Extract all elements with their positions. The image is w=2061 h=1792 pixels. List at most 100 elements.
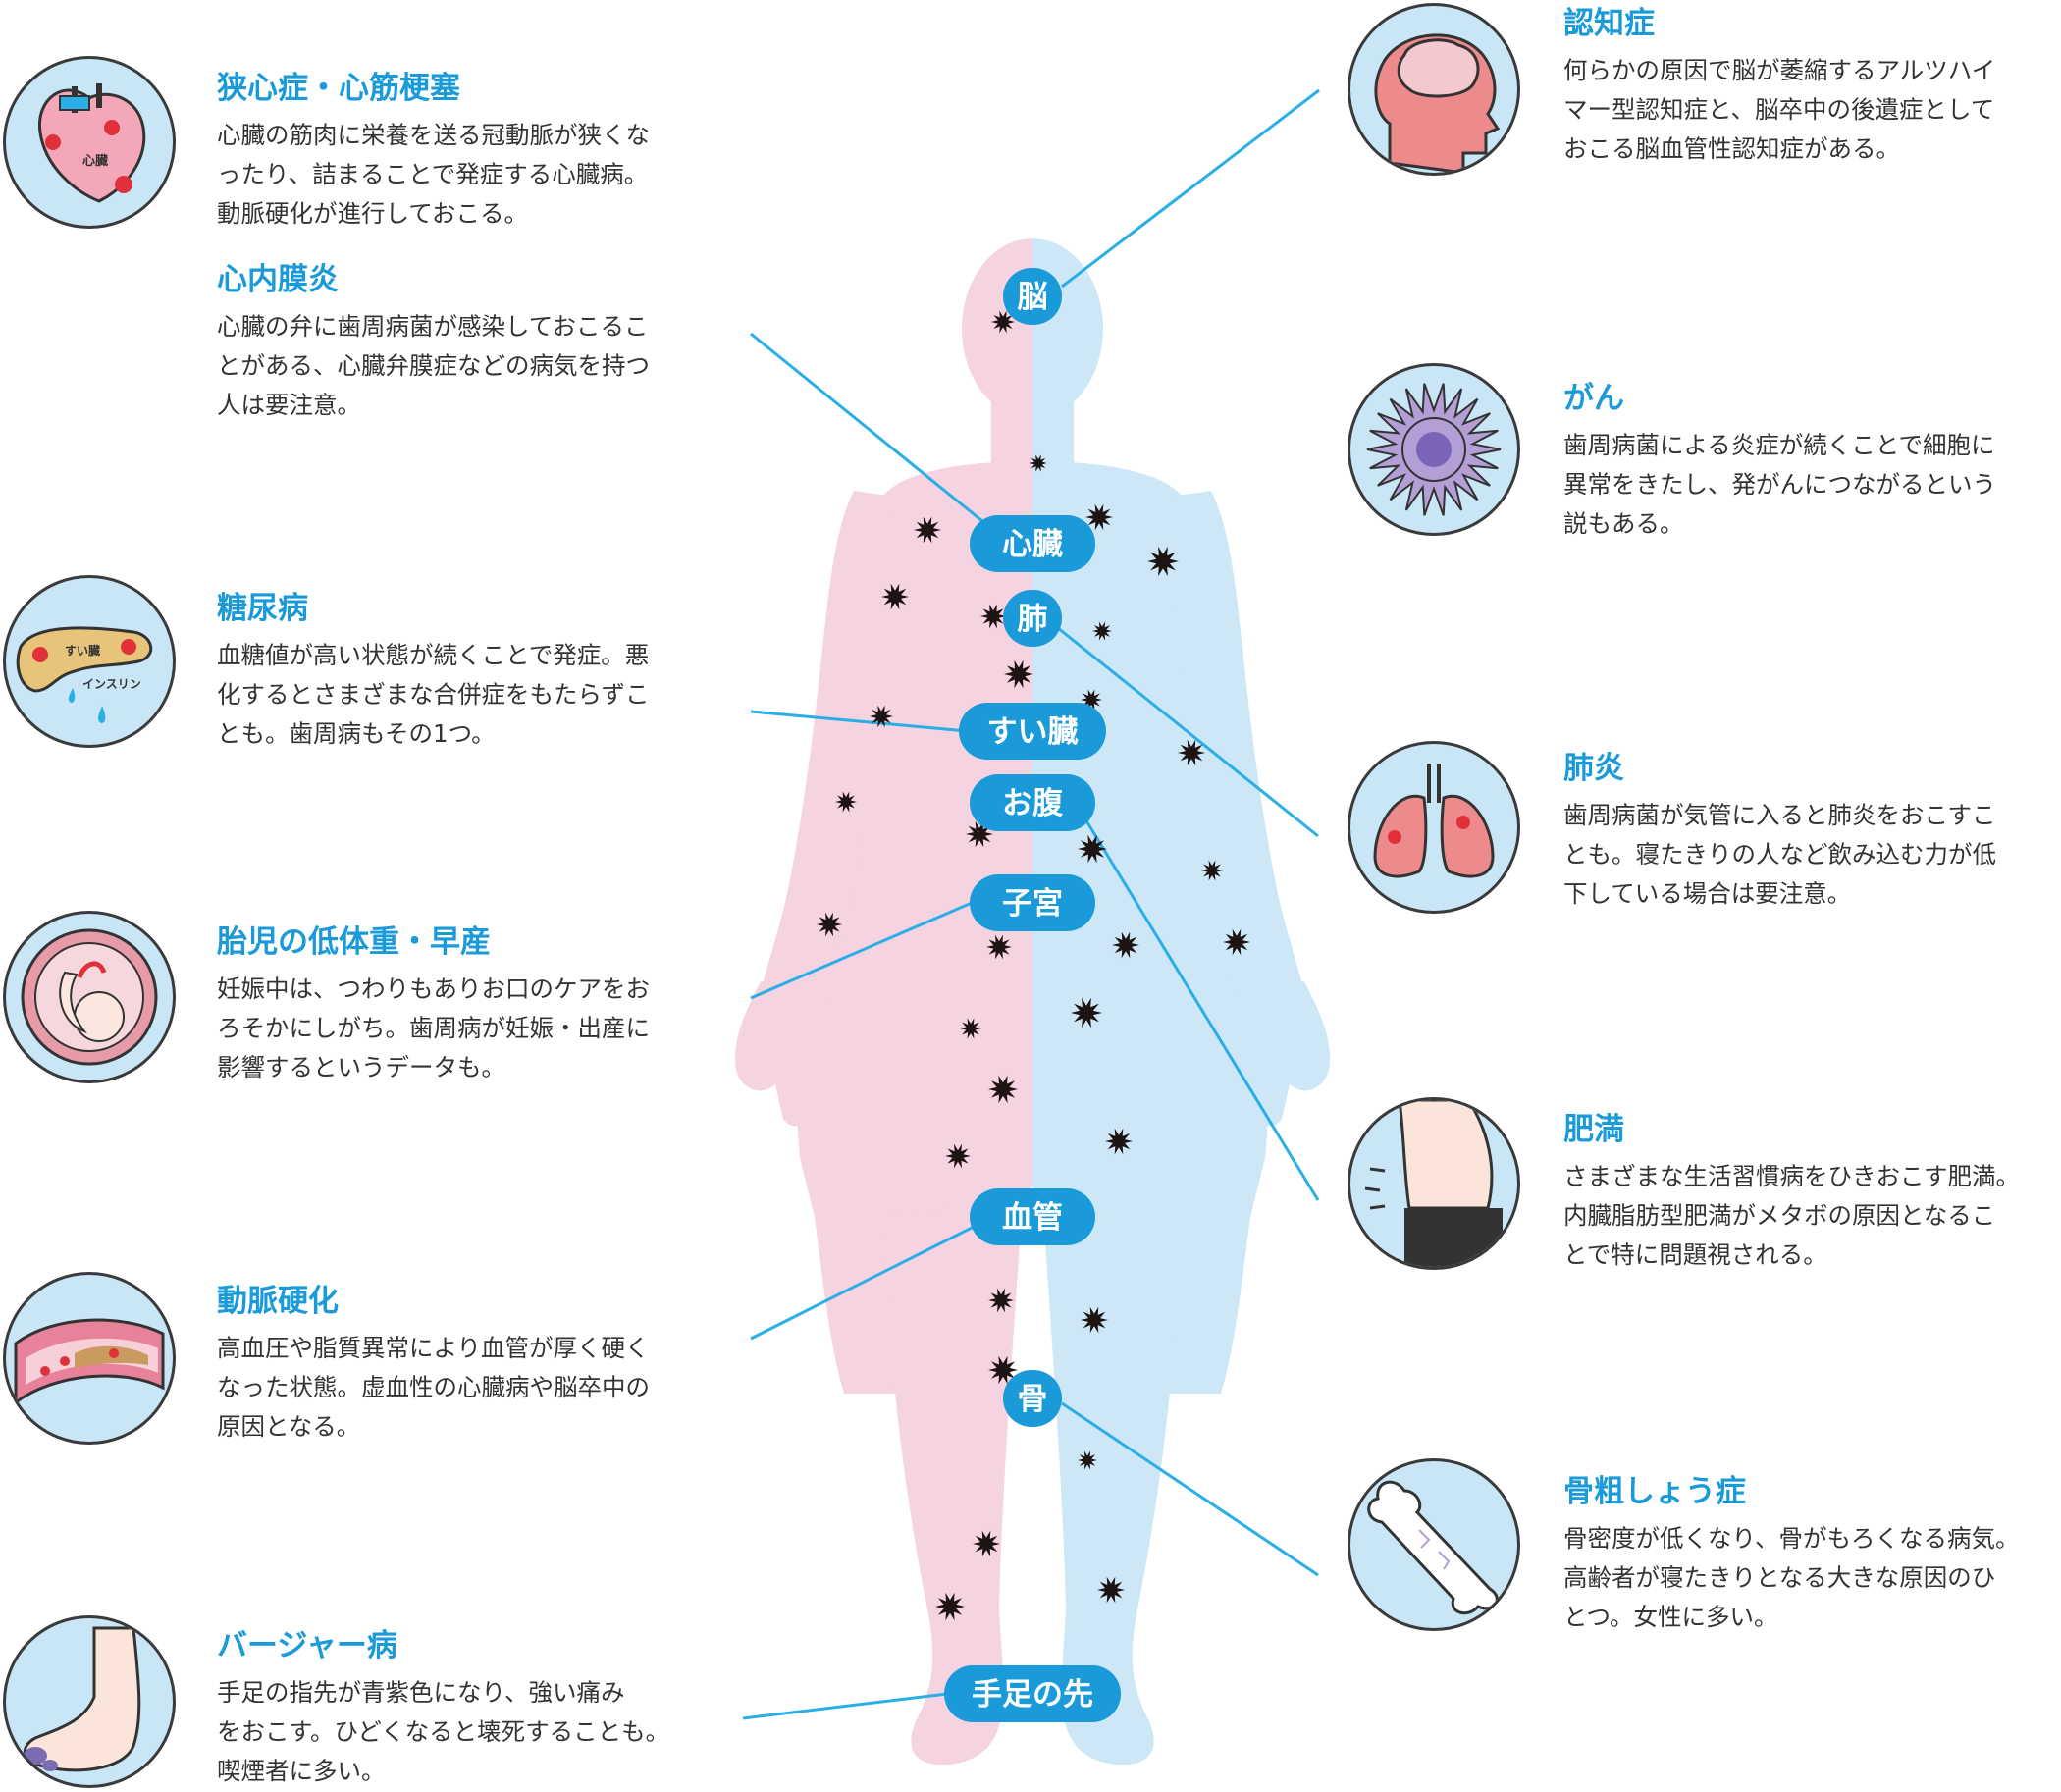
- germ-icon: [1201, 860, 1223, 881]
- disease-description: 歯周病菌が気管に入ると肺炎をおこすこ とも。寝たきりの人など飲み込む力が低 下し…: [1563, 801, 1996, 908]
- lungs-icon: [1348, 741, 1520, 914]
- organ-label: 子宮: [1002, 886, 1063, 922]
- organ-label-pill: 子宮: [970, 874, 1095, 931]
- disease-title: バージャー病: [217, 1628, 397, 1663]
- germ-icon: [881, 583, 909, 610]
- disease-title: 認知症: [1563, 6, 1655, 41]
- organ-label-pill: 血管: [970, 1188, 1095, 1245]
- pancreas-icon: すい臓 インスリン: [3, 575, 176, 748]
- connector-line: [1061, 1401, 1319, 1577]
- germ-icon: [870, 705, 893, 728]
- germ-icon: [973, 1530, 1000, 1557]
- disease-card-dementia: 認知症 何らかの原因で脳が萎縮するアルツハイ マー型認知症と、脳卒中の後遺症とし…: [1563, 4, 2061, 169]
- germ-icon: [1081, 689, 1102, 711]
- germ-icon: [1081, 1306, 1108, 1334]
- connector-line: [750, 1215, 994, 1341]
- disease-title: 肥満: [1563, 1112, 1624, 1147]
- germ-icon: [1092, 621, 1112, 641]
- disease-title: 肺炎: [1563, 751, 1624, 786]
- connector-line: [1078, 809, 1320, 1201]
- organ-label: すい臓: [987, 714, 1079, 750]
- disease-title: 糖尿病: [217, 591, 308, 626]
- fetus-icon: [3, 911, 176, 1083]
- pancreas-icon-label: すい臓: [65, 643, 100, 658]
- heart-icon: 心臓: [3, 56, 176, 229]
- disease-description: 心臓の筋肉に栄養を送る冠動脈が狭くな ったり、詰まることで発症する心臓病。 動脈…: [217, 121, 650, 228]
- disease-description: 歯周病菌による炎症が続くことで細胞に 異常をきたし、発がんにつながるという 説も…: [1563, 431, 1996, 538]
- brain-icon: [1348, 3, 1520, 176]
- disease-card-diabetes: 糖尿病 血糖値が高い状態が続くことで発症。悪 化するとさまざまな合併症をもたらず…: [217, 589, 747, 754]
- connector-line: [750, 901, 973, 1000]
- germ-icon: [1223, 928, 1250, 956]
- disease-title: 狭心症・心筋梗塞: [217, 71, 460, 106]
- germ-icon: [945, 1143, 971, 1169]
- connector-line: [742, 1692, 948, 1720]
- artery-icon: [3, 1272, 176, 1445]
- organ-label: 肺: [1018, 602, 1048, 637]
- belly-icon: [1348, 1097, 1520, 1270]
- germ-icon: [1030, 454, 1047, 472]
- disease-card-low-birth-weight: 胎児の低体重・早産 妊娠中は、つわりもありお口のケアをお ろそかにしがち。歯周病…: [217, 922, 747, 1087]
- germ-icon: [1078, 1450, 1097, 1470]
- disease-card-angina: 狭心症・心筋梗塞 心臓の筋肉に栄養を送る冠動脈が狭くな ったり、詰まることで発症…: [217, 69, 747, 234]
- germ-icon: [966, 820, 993, 848]
- germ-icon: [817, 912, 842, 937]
- germ-icon: [960, 1018, 981, 1039]
- germ-icon: [935, 1592, 965, 1621]
- foot-icon: [3, 1615, 176, 1788]
- heart-icon-label: 心臓: [82, 153, 108, 169]
- germ-icon: [835, 791, 857, 813]
- disease-description: 骨密度が低くなり、骨がもろくなる病気。 高齢者が寝たきりとなる大きな原因のひ と…: [1563, 1524, 2020, 1631]
- organ-label-pill: 骨: [1003, 1370, 1062, 1427]
- connector-line: [1061, 88, 1320, 289]
- germ-icon: [1004, 659, 1033, 689]
- organ-label-pill: お腹: [970, 774, 1095, 831]
- disease-card-arteriosclerosis: 動脈硬化 高血圧や脂質異常により血管が厚く硬く なった状態。虚血性の心臓病や脳卒…: [217, 1282, 747, 1447]
- organ-label: お腹: [1002, 786, 1064, 821]
- disease-description: さまざまな生活習慣病をひきおこす肥満。 内臓脂肪型肥満がメタボの原因となるこ と…: [1563, 1162, 2021, 1269]
- disease-card-obesity: 肥満 さまざまな生活習慣病をひきおこす肥満。 内臓脂肪型肥満がメタボの原因となる…: [1563, 1110, 2061, 1275]
- disease-card-endocarditis: 心内膜炎 心臓の弁に歯周病菌が感染しておこるこ とがある、心臓弁膜症などの病気を…: [217, 260, 747, 425]
- germ-icon: [1147, 546, 1179, 577]
- germ-icon: [988, 1075, 1018, 1104]
- disease-title: 骨粗しょう症: [1563, 1474, 1746, 1509]
- germ-icon: [1097, 1576, 1125, 1604]
- bone-icon: [1348, 1458, 1520, 1631]
- organ-label: 脳: [1018, 280, 1048, 315]
- organ-label-pill: 肺: [1003, 590, 1062, 647]
- disease-description: 血糖値が高い状態が続くことで発症。悪 化するとさまざまな合併症をもたらずこ とも…: [217, 641, 650, 748]
- insulin-label: インスリン: [82, 677, 141, 691]
- organ-label-pill: すい臓: [959, 703, 1106, 760]
- germ-icon: [1112, 931, 1139, 959]
- disease-description: 心臓の弁に歯周病菌が感染しておこるこ とがある、心臓弁膜症などの病気を持つ 人は…: [217, 312, 650, 419]
- disease-description: 妊娠中は、つわりもありお口のケアをお ろそかにしがち。歯周病が妊娠・出産に 影響…: [217, 975, 650, 1081]
- germ-icon: [914, 516, 941, 544]
- disease-description: 手足の指先が青紫色になり、強い痛み をおこす。ひどくなると壊死することも。 喫煙…: [217, 1678, 670, 1785]
- organ-label: 手足の先: [972, 1677, 1093, 1713]
- cancer-cell-icon: [1348, 363, 1520, 536]
- germ-icon: [986, 934, 1012, 960]
- germ-icon: [1071, 997, 1102, 1028]
- organ-label: 骨: [1018, 1382, 1048, 1417]
- disease-title: がん: [1563, 381, 1624, 416]
- organ-label: 心臓: [1002, 527, 1063, 562]
- germ-icon: [1078, 834, 1107, 864]
- germ-icon: [1085, 503, 1113, 531]
- connector-line: [750, 710, 968, 733]
- organ-label-pill: 脳: [1003, 268, 1062, 325]
- disease-card-buerger: バージャー病 手足の指先が青紫色になり、強い痛み をおこす。ひどくなると壊死する…: [217, 1626, 747, 1791]
- germ-icon: [1178, 739, 1205, 766]
- organ-label-pill: 心臓: [970, 515, 1095, 572]
- disease-title: 胎児の低体重・早産: [217, 924, 491, 960]
- disease-title: 動脈硬化: [217, 1284, 339, 1319]
- organ-label: 血管: [1002, 1200, 1063, 1236]
- disease-description: 何らかの原因で脳が萎縮するアルツハイ マー型認知症と、脳卒中の後遺症として おこ…: [1563, 56, 1996, 163]
- germ-icon: [988, 1355, 1018, 1385]
- connector-line: [750, 332, 994, 532]
- disease-card-cancer: がん 歯周病菌による炎症が続くことで細胞に 異常をきたし、発がんにつながるという…: [1563, 379, 2061, 544]
- germ-icon: [1105, 1128, 1133, 1155]
- disease-description: 高血圧や脂質異常により血管が厚く硬く なった状態。虚血性の心臓病や脳卒中の 原因…: [217, 1334, 650, 1441]
- organ-label-pill: 手足の先: [944, 1665, 1121, 1722]
- disease-title: 心内膜炎: [217, 262, 339, 297]
